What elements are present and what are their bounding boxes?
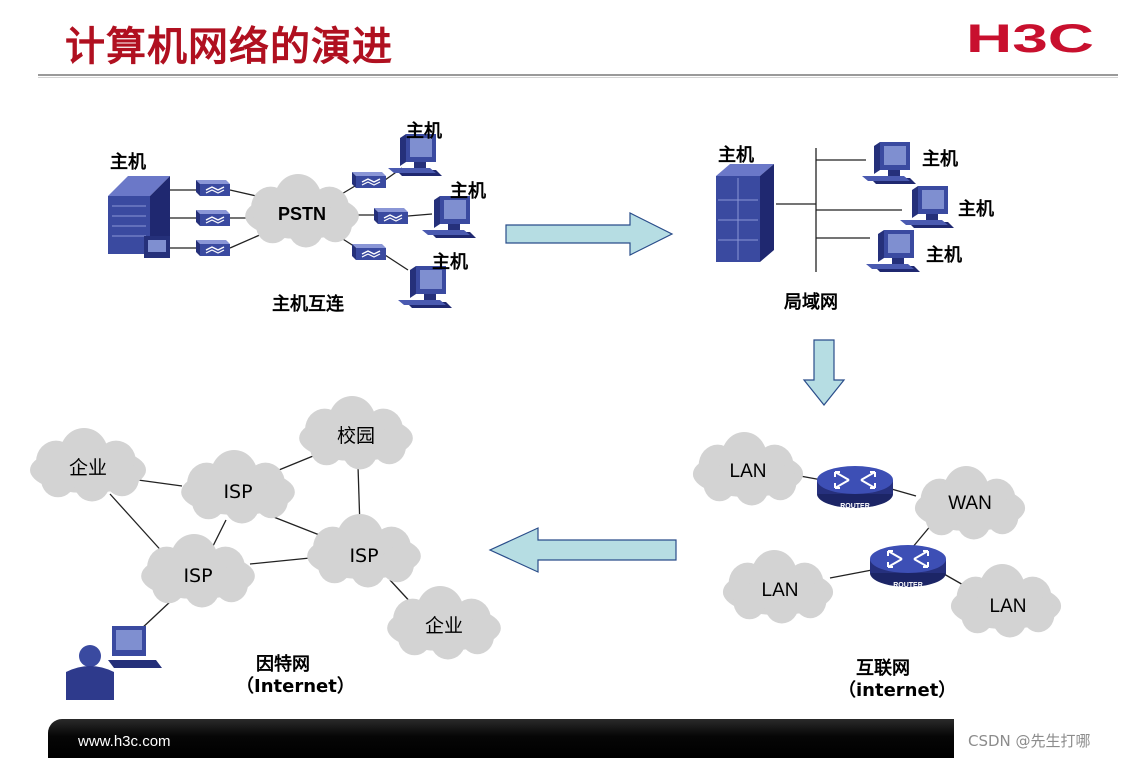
mainframe-server-icon — [108, 176, 170, 258]
host-pc-icon — [866, 230, 920, 272]
internet-caption: 因特网 — [256, 654, 310, 675]
router-icon — [816, 465, 894, 509]
router-icon — [869, 544, 947, 588]
host-label: 主机 — [110, 152, 146, 173]
router-label: ROUTER — [840, 503, 870, 510]
modem-icon — [195, 179, 231, 197]
watermark: CSDN @先生打哪 — [968, 732, 1091, 750]
internetwork-caption-en: （internet） — [838, 680, 957, 701]
isp-label: ISP — [223, 481, 252, 503]
host-label: 主机 — [406, 121, 442, 142]
host-label: 主机 — [718, 145, 754, 166]
lan-label: LAN — [990, 596, 1027, 617]
isp-label: ISP — [349, 545, 378, 567]
internetwork-caption: 互联网 — [856, 658, 910, 679]
modem-icon — [195, 239, 231, 257]
isp-label: ISP — [183, 565, 212, 587]
svg-text:H3C: H3C — [966, 18, 1094, 58]
h3c-logo: H3C — [966, 18, 1094, 58]
host-label: 主机 — [922, 149, 958, 170]
modem-icon — [351, 171, 387, 189]
host-interconnect-caption: 主机互连 — [272, 294, 344, 315]
lan-server-icon — [716, 164, 774, 262]
arrow-left-icon — [488, 527, 677, 573]
lan-bus-lines — [776, 148, 902, 272]
enterprise-label: 企业 — [69, 457, 107, 479]
host-label: 主机 — [432, 252, 468, 273]
lan-label: LAN — [762, 580, 799, 601]
slide-title: 计算机网络的演进 — [65, 24, 393, 70]
footer-bar — [48, 719, 954, 758]
arrow-down-icon — [802, 339, 846, 406]
host-pc-icon — [862, 142, 916, 184]
modem-icon — [195, 209, 231, 227]
modem-icon — [373, 207, 409, 225]
lan-caption: 局域网 — [784, 292, 838, 313]
arrow-right-icon — [505, 212, 674, 256]
header-rule-shadow — [38, 77, 1118, 78]
router-label: ROUTER — [893, 582, 923, 589]
header-rule — [38, 74, 1118, 76]
host-label: 主机 — [958, 199, 994, 220]
host-pc-icon — [900, 186, 954, 228]
modem-icon — [351, 243, 387, 261]
campus-label: 校园 — [337, 425, 375, 447]
internet-caption-en: （Internet） — [236, 676, 355, 697]
footer-url: www.h3c.com — [78, 733, 171, 750]
lan-label: LAN — [730, 461, 767, 482]
pstn-label: PSTN — [278, 204, 326, 224]
panel-internetwork: ROUTER ROUTER LAN WAN LAN LAN — [692, 432, 1062, 638]
wan-label: WAN — [948, 493, 992, 514]
panel-lan — [716, 142, 954, 272]
panel-internet: 企业 校园 ISP ISP ISP 企业 — [30, 396, 501, 700]
panel-host-interconnect: PSTN — [108, 134, 476, 308]
host-label: 主机 — [926, 245, 962, 266]
host-label: 主机 — [450, 181, 486, 202]
enterprise-label: 企业 — [425, 615, 463, 637]
user-at-computer-icon — [66, 626, 162, 700]
